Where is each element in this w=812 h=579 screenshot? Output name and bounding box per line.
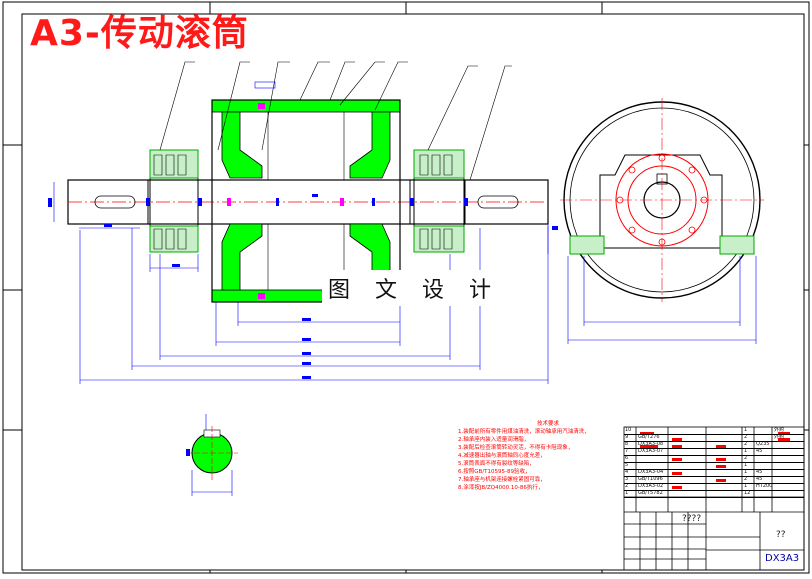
part-name-cell: ????	[682, 514, 702, 524]
drum-inner-lines	[267, 112, 345, 290]
bom-cell-qty: 2	[744, 455, 748, 461]
side-view	[547, 98, 764, 344]
bom-cell-qty: 2	[744, 441, 748, 447]
bom-cell-qty: 2	[744, 434, 748, 440]
shaft-cross-section	[186, 414, 238, 496]
zone-marks	[3, 2, 809, 573]
bom-cell-no: 5	[625, 462, 629, 468]
bom-cell-qty: 1	[744, 448, 748, 454]
bom-cell-material: HT200	[756, 483, 773, 489]
note-line: 3.装配后检查滚筒转动灵活，不得有卡阻现象，	[458, 445, 574, 451]
bom-cell-code: DX3A3-08	[638, 441, 664, 447]
note-line: 4.减速器出轴与滚筒轴同心度允差，	[458, 453, 546, 459]
right-bearing-housing	[413, 149, 465, 253]
bom-cell-no: 8	[625, 441, 629, 447]
right-keyway	[477, 195, 519, 209]
section-dimensions	[191, 414, 233, 496]
bom-row: 1 GB/T5782 12	[624, 490, 804, 498]
bom-cell-no: 3	[625, 476, 629, 482]
bom-row: 2 DX3A3-02 1 HT200	[624, 483, 804, 491]
bom-cell-qty: 1	[744, 469, 748, 475]
bom-row: 8 DX3A3-08 2 Q235	[624, 441, 804, 449]
bom-cell-no: 7	[625, 448, 629, 454]
left-foot	[569, 235, 605, 255]
bearing-block	[599, 154, 723, 249]
drawing-number: DX3A3	[765, 553, 800, 564]
bom-cell-no: 4	[625, 469, 629, 475]
bom-cell-qty: 12	[744, 490, 751, 496]
bom-highlights	[640, 432, 790, 489]
bom-cell-material: 45	[756, 448, 763, 454]
dimension-text-marks	[48, 194, 318, 379]
scale-cell: ??	[776, 530, 786, 540]
bom-cell-material: 45	[756, 469, 763, 475]
note-line: 5.滚筒表面不得有裂纹等缺陷，	[458, 461, 535, 467]
bom-cell-code: DX3A3-04	[638, 469, 664, 475]
roughness-symbol	[254, 81, 276, 89]
bom-cell-no: 1	[625, 490, 629, 496]
bom-cell-note: 外购	[774, 434, 785, 440]
bom-cell-code: GB/T276	[638, 434, 660, 440]
section-markers	[227, 103, 344, 299]
bom-cell-qty: 1	[744, 427, 748, 433]
note-line: 6.按照GB/T10595-89验收，	[458, 469, 531, 475]
side-dimensions	[547, 224, 757, 344]
bom-cell-qty: 1	[744, 462, 748, 468]
bom-row: 7 DX3A3-07 1 45	[624, 448, 804, 456]
note-line: 2.轴承座内装入适量润滑脂，	[458, 437, 530, 443]
bom-cell-qty: 1	[744, 483, 748, 489]
notes-heading: 技术要求	[536, 421, 559, 427]
bom-cell-material: Q235	[756, 441, 770, 447]
bom-cell-no: 2	[625, 483, 629, 489]
bom-cell-no: 6	[625, 455, 629, 461]
bom-cell-material: 45	[756, 476, 763, 482]
bom-cell-no: 9	[625, 434, 629, 440]
bom-cell-code: GB/T5782	[638, 490, 663, 496]
drawing-title: A3-传动滚筒	[30, 13, 249, 54]
notes-block: 技术要求 1.装配前所有零件用煤油清洗，滚动轴承用汽油清洗， 2.轴承座内装入适…	[458, 420, 618, 492]
left-keyway	[94, 195, 136, 209]
bom-row: 9 GB/T276 2 外购	[624, 434, 804, 442]
bom-cell-no: 10	[625, 427, 632, 433]
note-line: 7.轴承座与机架连接螺栓紧固可靠，	[458, 477, 546, 483]
inner-frame	[21, 13, 805, 571]
drum-outline	[211, 99, 401, 303]
bom-cell-code: DX3A3-02	[638, 483, 664, 489]
seal-markers	[146, 198, 468, 206]
bom-cell-code: DX3A3-07	[638, 448, 664, 454]
front-section-view	[67, 61, 549, 303]
bom-row: 4 DX3A3-04 1 45	[624, 469, 804, 477]
note-line: 1.装配前所有零件用煤油清洗，滚动轴承用汽油清洗，	[458, 429, 590, 435]
note-line: 8.涂漆按JB/ZQ4000.10-86执行，	[458, 485, 544, 491]
bom-cell-qty: 2	[744, 476, 748, 482]
watermark-text: 图 文 设 计	[322, 270, 506, 306]
bom-cell-code: GB/T1096	[638, 476, 663, 482]
left-bearing-housing	[149, 149, 199, 253]
right-foot	[719, 235, 755, 255]
bom-cell-note: 外购	[774, 427, 785, 433]
part-leaders	[159, 61, 512, 181]
bom-row: 10 1 外购	[624, 427, 804, 435]
front-dimensions	[53, 182, 549, 384]
bom-row: 3 GB/T1096 2 45	[624, 476, 804, 484]
